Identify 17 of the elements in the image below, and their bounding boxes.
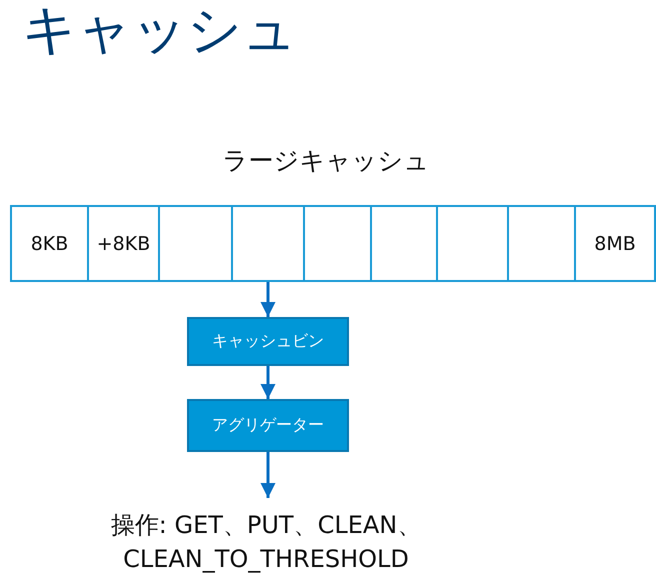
empty-cell [436, 205, 509, 282]
size-cell: 8KB [10, 205, 89, 282]
operations-text: 操作: GET、PUT、CLEAN、CLEAN_TO_THRESHOLD [76, 508, 456, 574]
arrow [260, 452, 276, 498]
heading: ラージキャッシュ [222, 145, 430, 177]
process-box: アグリゲーター [187, 399, 349, 452]
empty-cell [231, 205, 305, 282]
size-cell: 8MB [574, 205, 656, 282]
arrow [260, 366, 276, 399]
empty-cell [370, 205, 438, 282]
process-box: キャッシュビン [187, 317, 349, 366]
title: キャッシュ [22, 0, 297, 63]
empty-cell [507, 205, 576, 282]
size-cell: +8KB [87, 205, 160, 282]
empty-cell [303, 205, 372, 282]
arrow [260, 282, 276, 317]
empty-cell [158, 205, 233, 282]
